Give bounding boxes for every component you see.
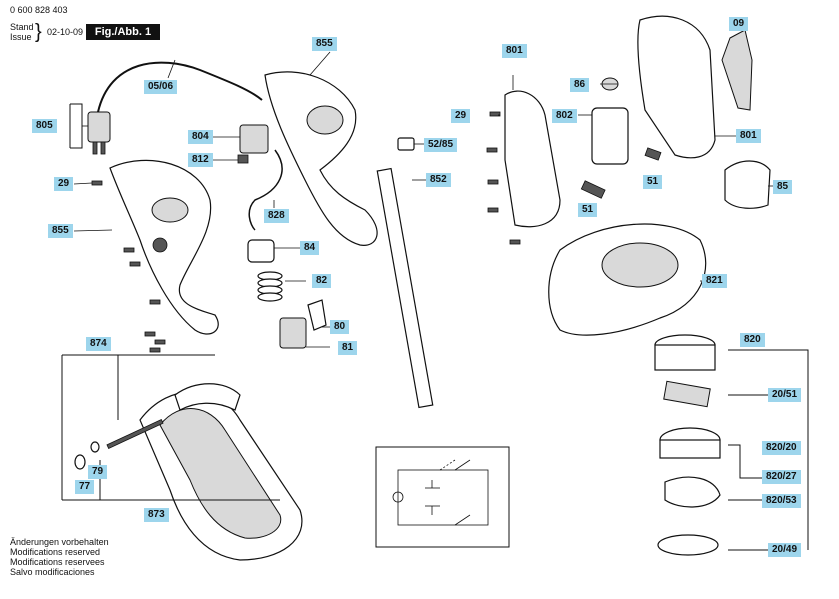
label-873: 873 — [144, 508, 169, 522]
lever-80 — [307, 299, 327, 331]
label-802: 802 — [552, 109, 577, 123]
label-51-a: 51 — [643, 175, 663, 189]
note-line-es: Salvo modificaciones — [10, 567, 95, 577]
issue-label: Issue — [10, 32, 32, 42]
label-29-left: 29 — [54, 177, 74, 191]
bracket-820 — [728, 349, 809, 551]
circuit-box — [375, 446, 510, 548]
label-85: 85 — [773, 180, 793, 194]
housing-grip-hole — [151, 197, 189, 223]
spring-82 — [257, 271, 283, 302]
figure-label: Fig./Abb. 1 — [86, 24, 160, 40]
cover-85 — [724, 160, 771, 209]
circuit-schematic — [392, 459, 489, 526]
handle-clamp-874 — [174, 383, 241, 411]
spring-82053 — [664, 476, 721, 508]
label-05-06: 05/06 — [144, 80, 178, 94]
label-820: 820 — [740, 333, 765, 347]
label-51-b: 51 — [578, 203, 598, 217]
label-855-top: 855 — [312, 37, 337, 51]
issue-date: 02-10-09 — [47, 27, 84, 37]
note-line-de: Änderungen vorbehalten — [10, 537, 109, 547]
motor-cover-801 — [504, 90, 561, 228]
label-855-left: 855 — [48, 224, 73, 238]
switch-804 — [239, 124, 269, 154]
label-20-49: 20/49 — [768, 543, 802, 557]
label-801-right: 801 — [736, 129, 761, 143]
label-812: 812 — [188, 153, 213, 167]
washer-79 — [90, 441, 100, 453]
label-79: 79 — [88, 465, 108, 479]
cap-5285 — [397, 137, 415, 151]
button-2051 — [663, 380, 711, 408]
stand-label: Stand — [10, 22, 34, 32]
plug-pin — [92, 141, 98, 155]
plug-pin-2 — [100, 141, 106, 155]
label-80: 80 — [330, 320, 350, 334]
label-86: 86 — [570, 78, 590, 92]
label-801-top: 801 — [502, 44, 527, 58]
label-820-27: 820/27 — [762, 470, 801, 484]
label-852: 852 — [426, 173, 451, 187]
label-82: 82 — [312, 274, 332, 288]
spool-body — [659, 439, 721, 459]
nut-77 — [74, 454, 86, 470]
clip-812 — [237, 154, 249, 164]
label-804: 804 — [188, 130, 213, 144]
label-20-51: 20/51 — [768, 388, 802, 402]
label-820-20: 820/20 — [762, 441, 801, 455]
document-number: 0 600 828 403 — [10, 5, 68, 15]
handle-window — [306, 105, 344, 135]
motor-802 — [591, 107, 629, 165]
wire-828 — [248, 149, 283, 231]
cap-2049 — [657, 534, 719, 556]
label-820-53: 820/53 — [762, 494, 801, 508]
leader-lines — [73, 51, 774, 348]
switch-body-81 — [279, 317, 307, 349]
housing-gear — [152, 237, 168, 253]
spool-housing-body — [654, 344, 716, 371]
modification-notes: Änderungen vorbehalten Modifications res… — [10, 537, 109, 577]
label-29-mid: 29 — [451, 109, 471, 123]
guard-opening — [601, 242, 679, 288]
label-52-85: 52/85 — [424, 138, 458, 152]
bow-handle-inner — [159, 408, 282, 539]
label-805: 805 — [32, 119, 57, 133]
note-line-fr: Modifications reservees — [10, 557, 105, 567]
bracket-805 — [69, 103, 83, 149]
label-84: 84 — [300, 241, 320, 255]
label-09: 09 — [729, 17, 749, 31]
power-cable — [97, 61, 263, 113]
bolt-874 — [106, 418, 164, 450]
housing-801-right — [637, 15, 716, 159]
brace-glyph: } — [35, 21, 42, 43]
plug-body — [87, 111, 111, 143]
sleeve-84 — [247, 239, 275, 263]
label-81: 81 — [338, 341, 358, 355]
screws-mid — [486, 111, 521, 245]
guard-09 — [721, 29, 753, 111]
label-77: 77 — [75, 480, 95, 494]
label-874: 874 — [86, 337, 111, 351]
note-line-en: Modifications reserved — [10, 547, 101, 557]
shaft-852 — [376, 167, 434, 409]
brush-51b — [580, 180, 606, 199]
bracket-874 — [61, 354, 280, 501]
label-821: 821 — [702, 274, 727, 288]
screws-left — [91, 180, 166, 353]
brush-51a — [644, 147, 662, 161]
housing-half-right — [264, 71, 378, 246]
label-828: 828 — [264, 209, 289, 223]
